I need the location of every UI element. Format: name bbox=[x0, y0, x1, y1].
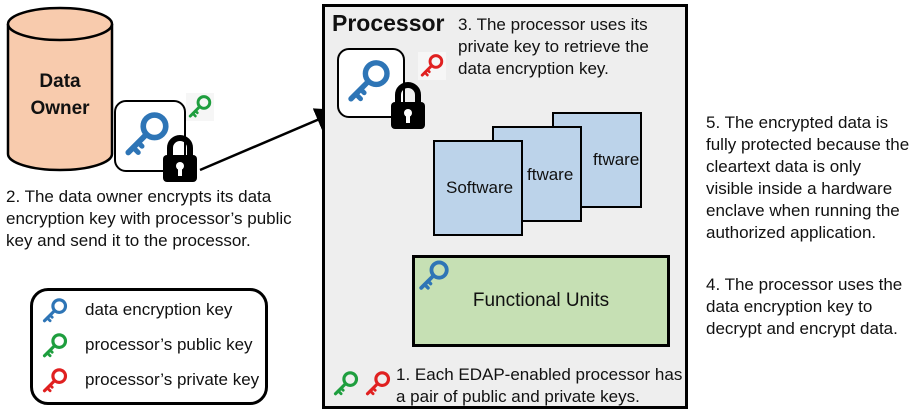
processor-title: Processor bbox=[332, 10, 445, 36]
public-key-box-owner bbox=[186, 93, 214, 121]
legend-item-private-key: processor’s private key bbox=[85, 370, 260, 389]
software-label-1: Software bbox=[446, 178, 514, 197]
lock-icon bbox=[160, 135, 200, 183]
software-label-3: ftware bbox=[593, 150, 640, 169]
data-owner-label: Data Owner bbox=[30, 71, 90, 119]
data-key-icon bbox=[417, 259, 451, 293]
public-key-icon bbox=[187, 94, 213, 120]
software-doc-1 bbox=[433, 140, 523, 236]
legend-data-key-icon bbox=[41, 297, 69, 325]
legend-private-key-icon bbox=[41, 367, 69, 395]
software-label-2: ftware bbox=[527, 165, 574, 184]
step-3-text: 3. The processor uses its private key to… bbox=[458, 15, 649, 78]
step-4-text: 4. The processor uses the data encryptio… bbox=[706, 275, 903, 338]
legend-item-public-key: processor’s public key bbox=[85, 335, 253, 354]
lock-icon bbox=[388, 82, 428, 130]
legend-public-key-icon bbox=[41, 332, 69, 360]
step-1-text: 1. Each EDAP-enabled processor has a pai… bbox=[396, 365, 683, 406]
step-2-text: 2. The data owner encrypts its data encr… bbox=[6, 187, 292, 250]
private-key-icon bbox=[364, 370, 392, 398]
send-key-arrow bbox=[199, 108, 341, 172]
private-key-box-processor bbox=[418, 52, 446, 80]
legend-item-data-key: data encryption key bbox=[85, 300, 233, 319]
data-key-icon bbox=[345, 58, 393, 106]
public-key-icon bbox=[332, 370, 360, 398]
functional-units-label: Functional Units bbox=[472, 290, 610, 311]
private-key-icon bbox=[419, 53, 445, 79]
step-5-text: 5. The encrypted data is fully protected… bbox=[706, 113, 910, 242]
legend: data encryption key processor’s public k… bbox=[30, 288, 268, 405]
database-cylinder-icon bbox=[6, 6, 114, 172]
functional-units-box bbox=[412, 255, 670, 347]
data-owner-database: Data Owner bbox=[6, 4, 116, 174]
